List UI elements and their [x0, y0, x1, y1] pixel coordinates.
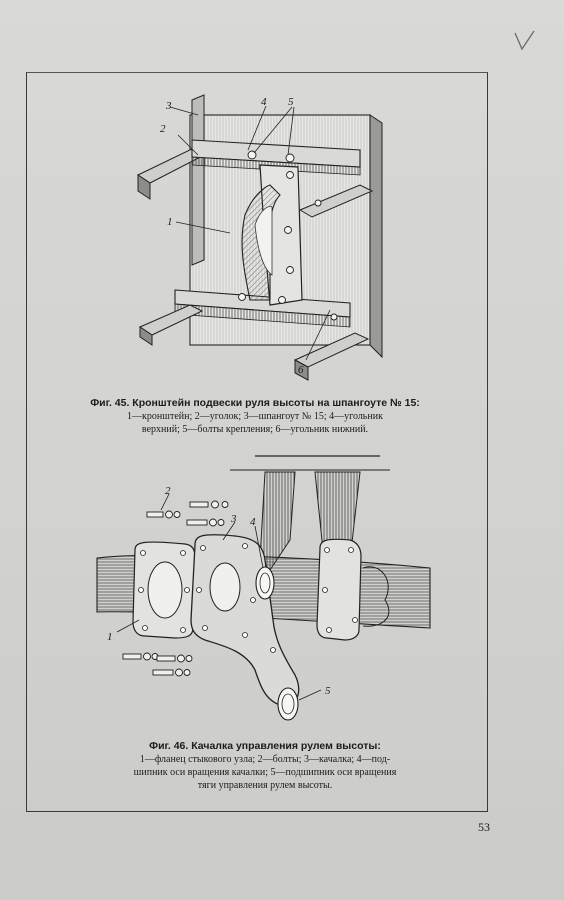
figure-46-illustration: 2 3 4 1 5 [96, 455, 431, 721]
fig45-callout-4: 4 [261, 96, 267, 108]
figure-45-legend-line-2: верхний; 5—болты крепления; 6—угольник н… [141, 424, 369, 435]
figure-45-legend-line-1: 1—кронштейн; 2—уголок; 3—шпангоут № 15; … [127, 411, 383, 422]
fig46-callout-2: 2 [165, 485, 171, 497]
fig45-callout-2: 2 [160, 123, 166, 135]
figure-frame [26, 72, 488, 812]
fig46-callout-5: 5 [325, 685, 331, 697]
figure-46-title: Фиг. 46. Качалка управления рулем высоты… [149, 740, 381, 752]
fig45-callout-5: 5 [288, 96, 294, 108]
fig45-callout-1: 1 [167, 216, 173, 228]
figure-46-legend-line-3: тяги управления рулем высоты. [197, 780, 333, 791]
figure-46-legend-line-2: шипник оси вращения качалки; 5—подшипник… [133, 767, 397, 778]
fig45-callout-3: 3 [165, 100, 172, 112]
figure-45-title: Фиг. 45. Кронштейн подвески руля высоты … [90, 397, 420, 409]
handwritten-check-mark [514, 30, 535, 51]
figure-46-legend-line-1: 1—фланец стыкового узла; 2—болты; 3—кача… [139, 754, 391, 765]
figure-45-caption: Фиг. 45. Кронштейн подвески руля высоты … [80, 397, 430, 436]
fig46-callout-1: 1 [107, 631, 113, 643]
fig46-callout-4: 4 [250, 516, 256, 528]
figure-46-caption: Фиг. 46. Качалка управления рулем высоты… [100, 740, 430, 792]
fig45-callout-6: 6 [298, 364, 304, 376]
page-number: 53 [478, 820, 490, 834]
figure-45-illustration: 2 3 4 5 1 6 [136, 94, 383, 381]
fig46-callout-3: 3 [230, 513, 237, 525]
